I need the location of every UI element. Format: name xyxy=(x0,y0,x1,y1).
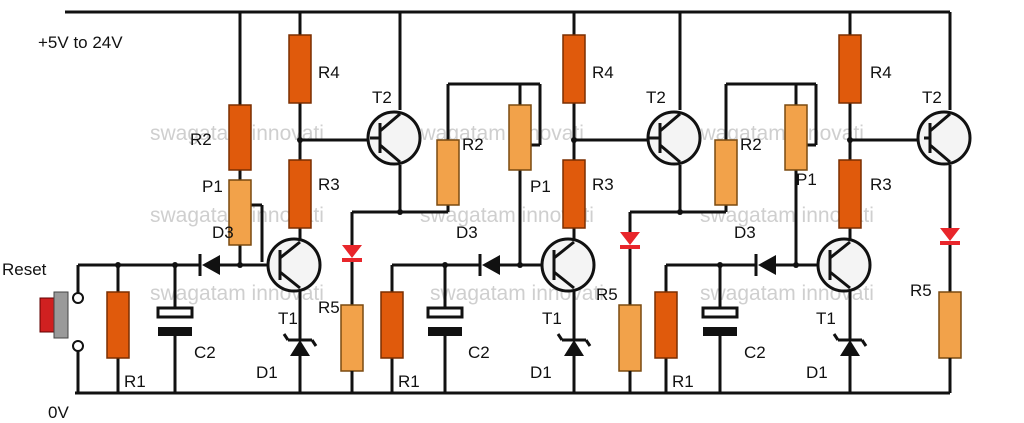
resistor-r5 xyxy=(340,304,364,372)
resistor-r3 xyxy=(838,159,862,229)
watermark-text: swagatam innovati xyxy=(700,204,874,227)
zener-d1 xyxy=(832,333,868,372)
resistor-r4 xyxy=(562,34,586,104)
resistor-r2 xyxy=(436,139,460,206)
stage-3: R5 R2 P1 R4 R3 xyxy=(596,12,972,393)
label-r4: R4 xyxy=(592,63,614,82)
label-r3: R3 xyxy=(592,175,614,194)
trimmer-p1 xyxy=(228,179,252,246)
label-t1: T1 xyxy=(816,309,836,328)
label-p1: P1 xyxy=(202,177,223,196)
stage-1: R2 P1 R4 R3 D3 T1 T2 xyxy=(78,12,422,393)
transistor-t1 xyxy=(540,237,596,293)
resistor-r5 xyxy=(618,304,642,372)
zener-d1 xyxy=(556,333,592,372)
led-indicator xyxy=(620,232,640,305)
diode-d3 xyxy=(754,254,776,276)
resistor-r4 xyxy=(288,34,312,104)
resistor-r5 xyxy=(938,291,962,359)
capacitor-c2 xyxy=(156,306,194,336)
label-d1: D1 xyxy=(530,363,552,382)
resistor-r2 xyxy=(228,104,252,171)
resistor-r3 xyxy=(562,159,586,229)
transistor-t1 xyxy=(266,237,322,293)
ground-label: 0V xyxy=(48,403,69,422)
label-p1: P1 xyxy=(796,170,817,189)
resistor-r1 xyxy=(654,291,678,359)
label-r1: R1 xyxy=(672,372,694,391)
led-indicator xyxy=(342,245,362,305)
trimmer-p1 xyxy=(508,104,532,171)
label-d3: D3 xyxy=(734,223,756,242)
label-t2: T2 xyxy=(646,88,666,107)
label-c2: C2 xyxy=(744,343,766,362)
transistor-t2 xyxy=(646,110,702,166)
resistor-r1 xyxy=(380,291,404,359)
trimmer-p1 xyxy=(784,104,808,171)
led-indicator xyxy=(940,228,960,292)
reset-switch: Reset xyxy=(2,260,84,393)
label-d3: D3 xyxy=(456,223,478,242)
label-r5: R5 xyxy=(318,298,340,317)
resistor-r2 xyxy=(714,139,738,206)
label-t1: T1 xyxy=(542,309,562,328)
supply-label: +5V to 24V xyxy=(38,33,123,52)
label-d1: D1 xyxy=(256,363,278,382)
watermark-text: swagatam innovati xyxy=(410,122,584,145)
label-r1: R1 xyxy=(398,372,420,391)
transistor-t1 xyxy=(816,237,872,293)
label-r2: R2 xyxy=(190,130,212,149)
label-r3: R3 xyxy=(870,175,892,194)
transistor-t2 xyxy=(916,110,972,166)
label-r5: R5 xyxy=(596,285,618,304)
label-r5: R5 xyxy=(910,281,932,300)
capacitor-c2 xyxy=(701,306,739,336)
label-r4: R4 xyxy=(870,63,892,82)
diode-d3 xyxy=(198,254,220,276)
resistor-r3 xyxy=(288,159,312,229)
watermark-text: swagatam innovati xyxy=(420,204,594,227)
reset-label: Reset xyxy=(2,260,47,279)
label-d1: D1 xyxy=(806,363,828,382)
label-r2: R2 xyxy=(462,135,484,154)
stage-2: R5 R2 P1 R4 R3 xyxy=(318,12,702,393)
resistor-r4 xyxy=(838,34,862,104)
label-c2: C2 xyxy=(194,343,216,362)
label-r4: R4 xyxy=(318,63,340,82)
label-c2: C2 xyxy=(468,343,490,362)
label-r1: R1 xyxy=(124,372,146,391)
output-stage: R5 xyxy=(910,228,962,393)
capacitor-c2 xyxy=(426,306,464,336)
zener-d1 xyxy=(282,333,318,372)
label-r3: R3 xyxy=(318,175,340,194)
label-d3: D3 xyxy=(212,223,234,242)
transistor-t2 xyxy=(366,110,422,166)
diode-d3 xyxy=(478,254,500,276)
label-t2: T2 xyxy=(372,88,392,107)
resistor-r1 xyxy=(106,291,130,359)
label-r2: R2 xyxy=(740,135,762,154)
label-t2: T2 xyxy=(922,88,942,107)
label-p1: P1 xyxy=(530,177,551,196)
label-t1: T1 xyxy=(278,309,298,328)
